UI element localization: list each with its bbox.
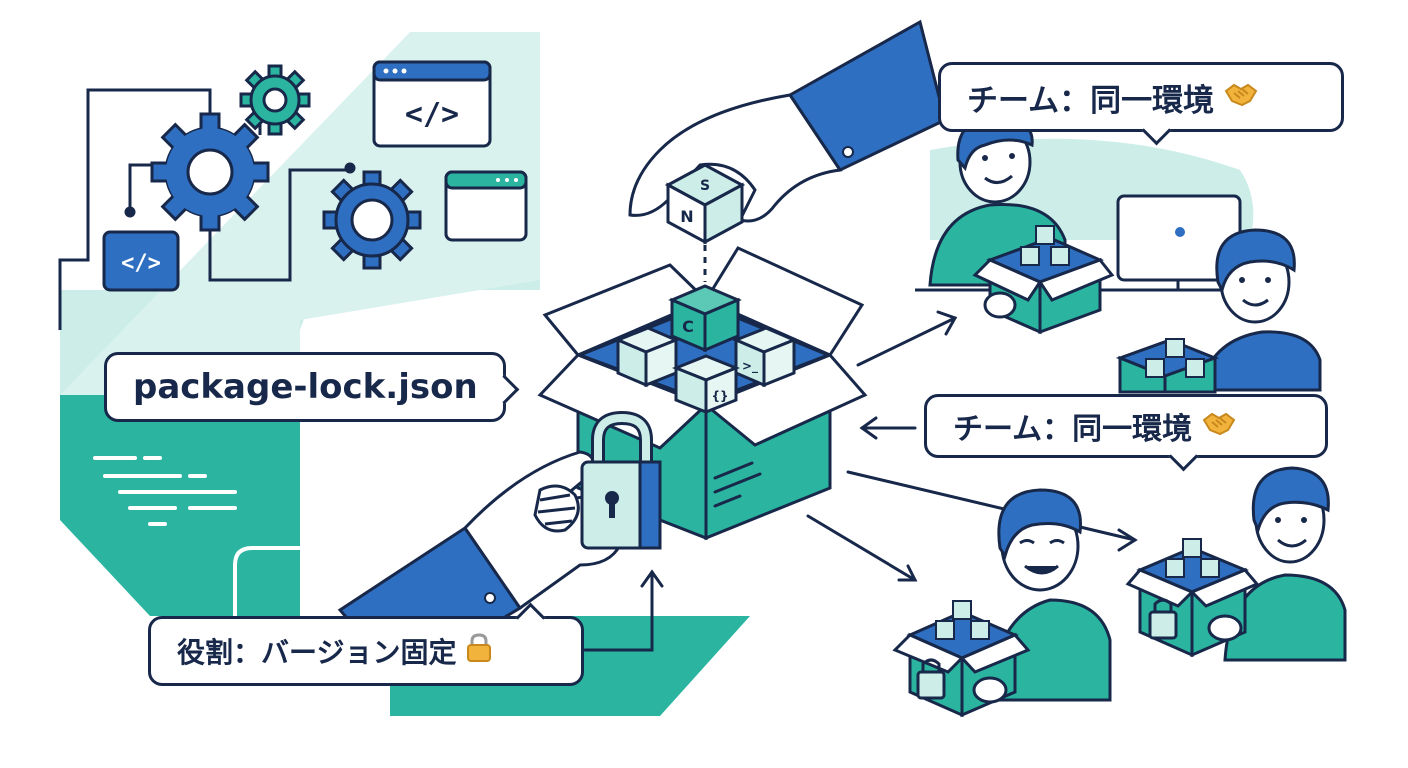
package-lock-label: package-lock.json [133,367,478,407]
package-box-icon [1125,538,1260,658]
code-window-icon: </> [372,60,492,148]
cube-letter-c: C [682,317,694,336]
code-window-icon: </> [102,230,180,292]
team-label-middle: チーム：同一環境 [953,412,1193,447]
cube-prompt-label: >_ [742,359,758,374]
team-bubble-top: チーム：同一環境 [938,62,1344,146]
package-lock-bubble: package-lock.json [104,352,520,422]
package-box-icon [972,225,1115,335]
person-icon [988,488,1112,702]
gear-icon [322,170,422,270]
code-brackets-label: </> [121,251,161,276]
code-window-icon [444,170,528,242]
gear-icon [239,64,311,136]
role-label: 役割：バージョン固定 [177,636,457,669]
cube-curly-label: {} [711,389,728,403]
lock-icon [466,632,492,670]
bg-teal-lower-left [60,395,300,616]
top-hand [628,19,947,223]
arrow-icon [583,310,1138,652]
team-label-top: チーム：同一環境 [967,82,1215,119]
package-box-icon [892,600,1031,718]
cube-letter-s: S [700,178,710,194]
handshake-icon [1224,79,1258,115]
team-bubble-middle: チーム：同一環境 [924,394,1328,472]
role-bubble: 役割：バージョン固定 [148,602,584,686]
lock-icon [580,410,662,550]
package-cube-icon: S N [664,163,746,245]
gear-icon [150,112,270,232]
bg-white-corner [233,546,300,616]
person-icon [1223,466,1347,662]
box-contents: C >_ {} [614,284,798,415]
package-box-icon [1115,338,1220,394]
person-icon [1198,228,1322,392]
handshake-icon [1202,409,1236,444]
code-brackets-label: </> [405,97,459,132]
cube-letter-n: N [680,207,693,226]
text-lines-decoration [93,456,237,526]
circuit-lines [58,88,356,330]
